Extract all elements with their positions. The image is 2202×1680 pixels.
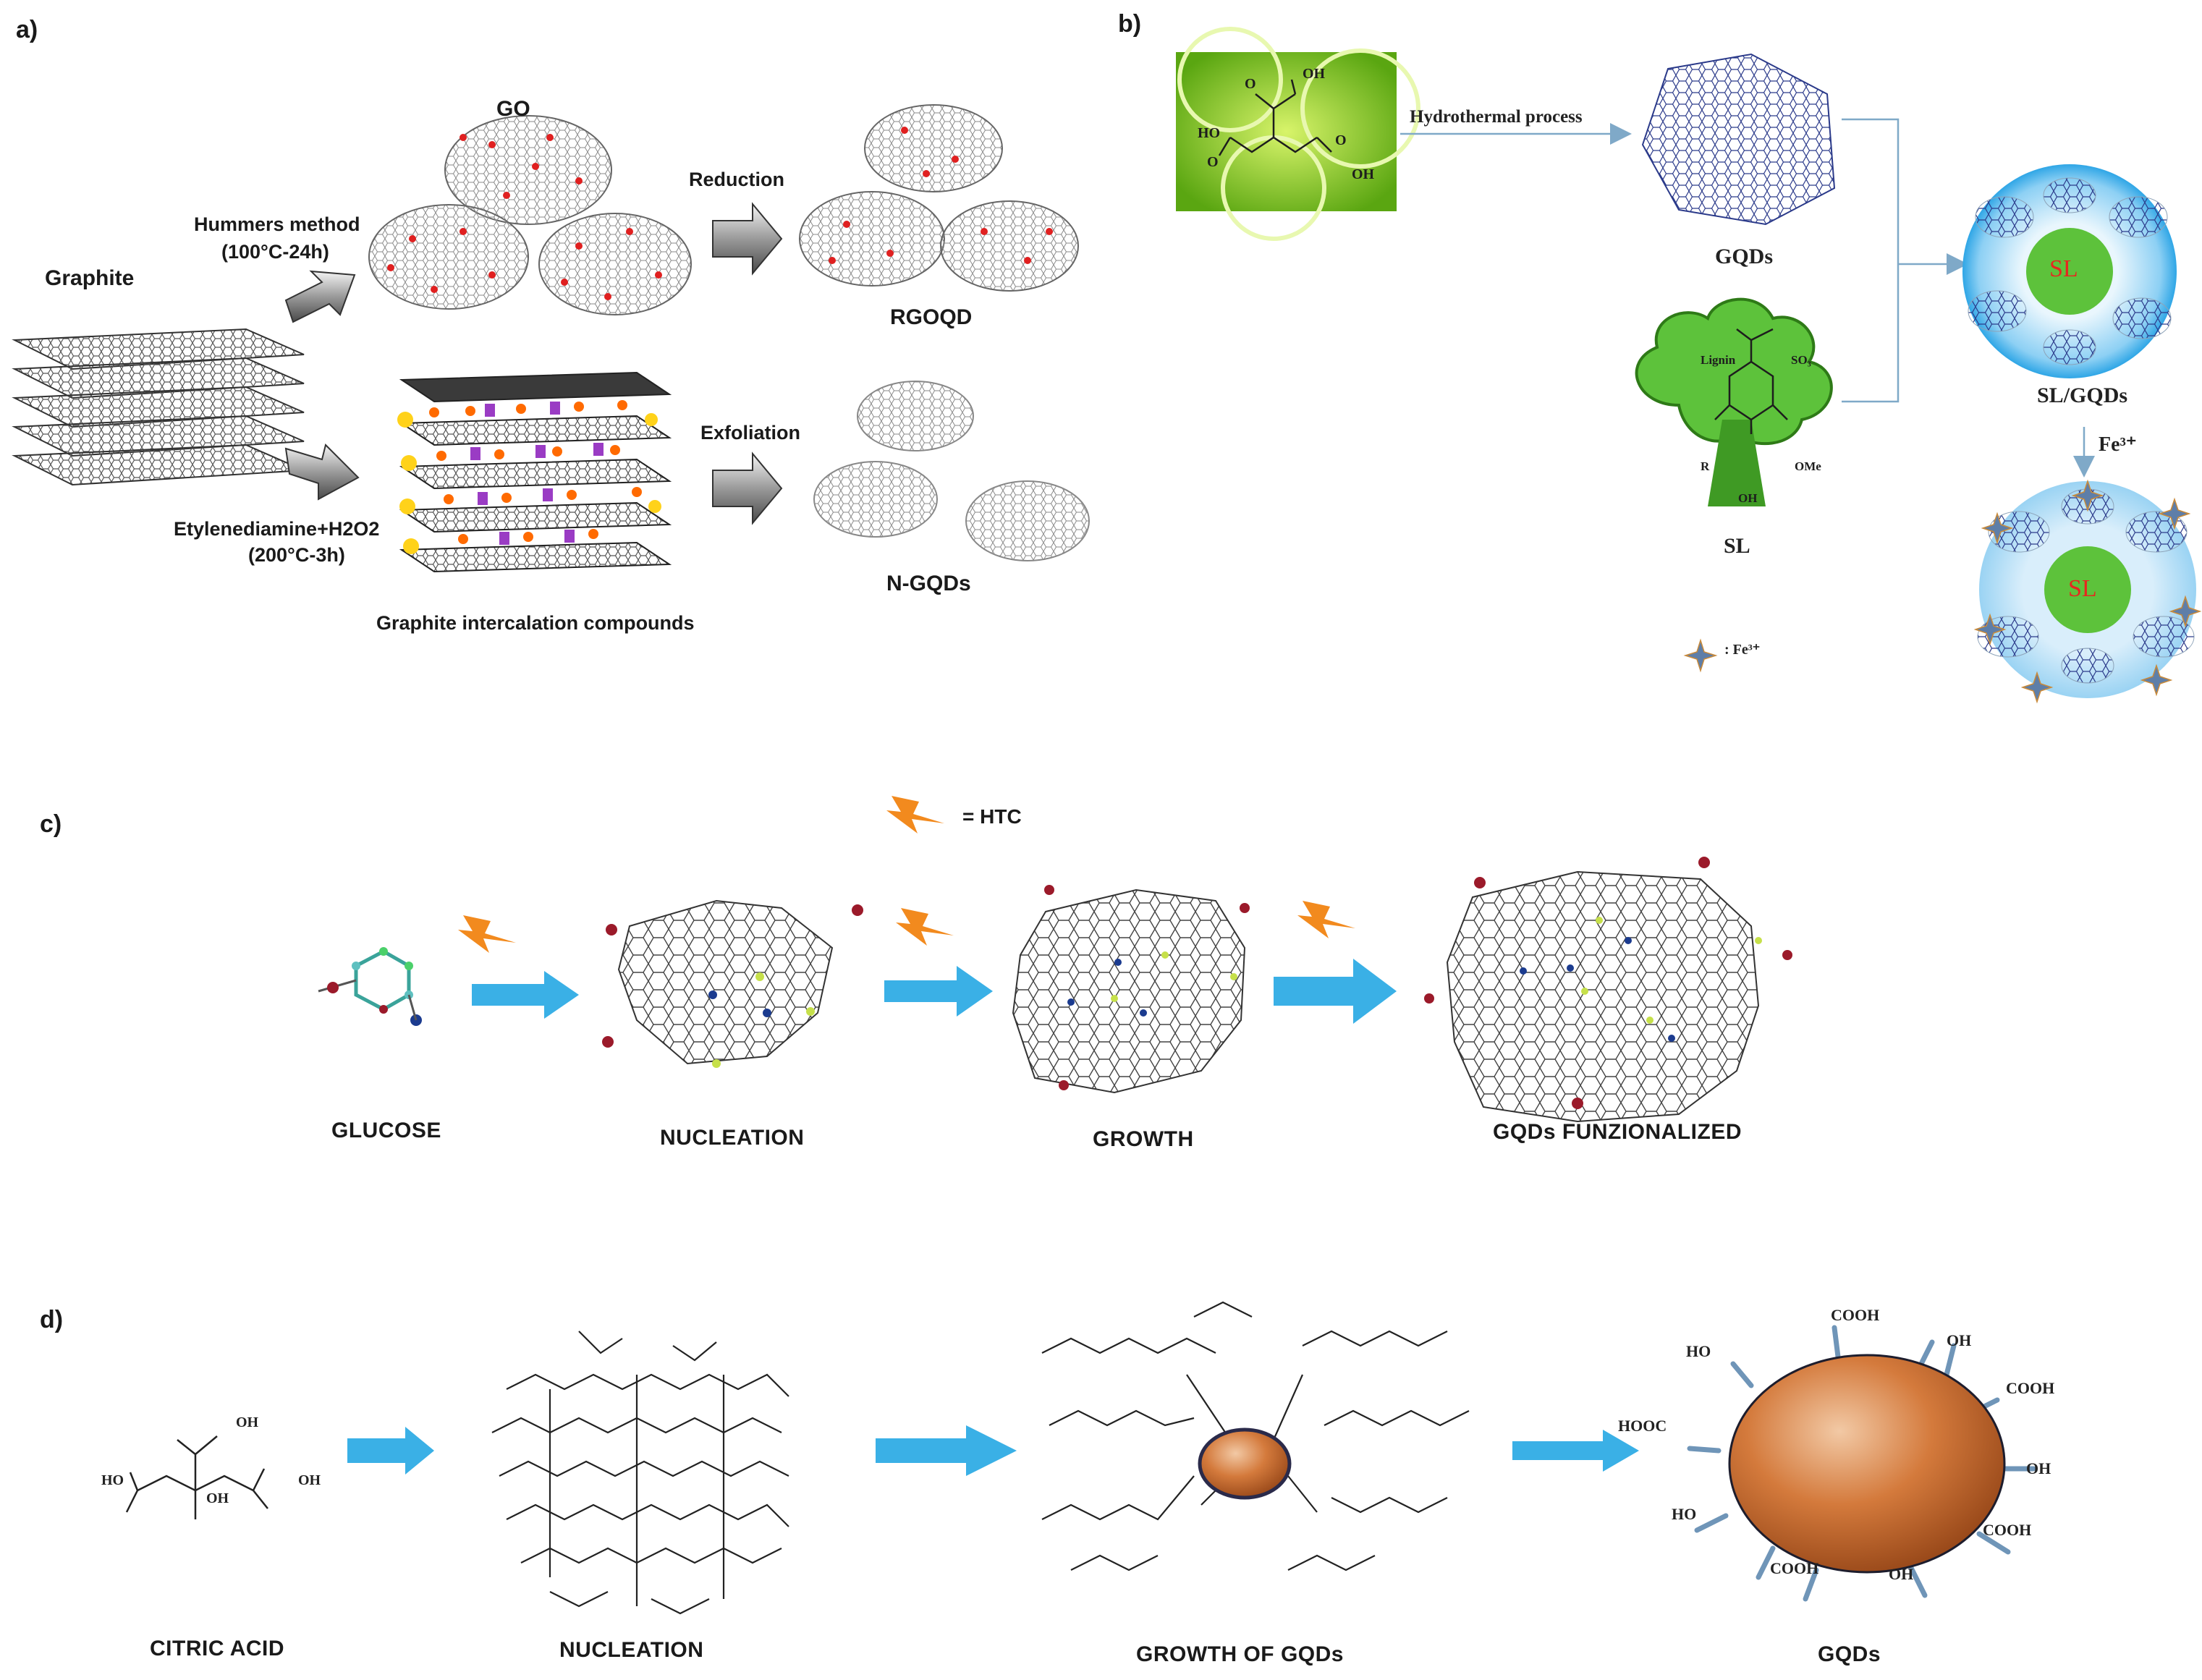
blue-arrow-c2 xyxy=(884,966,993,1017)
svg-text:O: O xyxy=(1335,132,1347,148)
intercalant-dots xyxy=(397,400,661,554)
sl-label: SL xyxy=(1724,534,1750,558)
gray-arrow-exfoliation xyxy=(712,451,783,525)
ca-oh2-label: OH xyxy=(298,1472,321,1488)
ca-ho-label: HO xyxy=(101,1472,124,1488)
growth-c-label: GROWTH xyxy=(1093,1127,1194,1151)
svg-text:R: R xyxy=(1701,459,1710,473)
panel-d-label: d) xyxy=(40,1306,64,1333)
nucleation-cluster xyxy=(491,1331,789,1615)
gic-label: Graphite intercalation compounds xyxy=(376,612,695,634)
go-sheets xyxy=(368,115,692,315)
go-label: GO xyxy=(496,97,530,121)
hummers-conditions: (100°C-24h) xyxy=(221,241,329,263)
growth-chains xyxy=(1041,1301,1470,1571)
hummers-label: Hummers method xyxy=(194,213,360,235)
gqd-final-core xyxy=(1728,1354,2006,1574)
svg-text:OH: OH xyxy=(1352,166,1375,182)
citric-acid-structure xyxy=(125,1435,268,1519)
gqds-d-label: GQDs xyxy=(1818,1642,1881,1666)
rgoqd-sheets xyxy=(799,104,1079,292)
panel-d-graphics xyxy=(125,1301,2036,1615)
tree-image xyxy=(1635,297,1833,506)
panel-c-graphics xyxy=(318,796,1792,1123)
svg-text:SO₃: SO₃ xyxy=(1791,353,1811,367)
functional-group-dots xyxy=(602,857,1792,1109)
svg-text:HO: HO xyxy=(1198,125,1220,141)
group-cooh-bottom: COOH xyxy=(1770,1559,1819,1577)
blue-arrow-d3 xyxy=(1512,1430,1639,1472)
fe-legend-label: : Fe³⁺ xyxy=(1724,642,1761,658)
svg-text:OH: OH xyxy=(1303,66,1326,82)
reduction-label: Reduction xyxy=(689,169,784,190)
group-cooh-right: COOH xyxy=(2006,1379,2055,1397)
hydrothermal-label: Hydrothermal process xyxy=(1410,107,1583,127)
glucose-label: GLUCOSE xyxy=(331,1119,441,1142)
svg-text:O: O xyxy=(1207,154,1219,170)
gqds-sheet xyxy=(1641,53,1836,226)
group-ho-left: HO xyxy=(1672,1505,1697,1523)
lime-image xyxy=(1176,27,1420,241)
group-oh-topright: OH xyxy=(1947,1331,1972,1349)
growth-of-gqds-label: GROWTH OF GQDs xyxy=(1136,1642,1344,1666)
sl-gqds-sphere xyxy=(1962,164,2177,378)
intercalation-stack xyxy=(399,371,672,573)
ethylenediamine-conditions: (200°C-3h) xyxy=(248,544,345,566)
ca-oh3-label: OH xyxy=(206,1490,229,1506)
svg-text:OMe: OMe xyxy=(1795,459,1821,473)
group-oh-bottom: OH xyxy=(1889,1565,1914,1583)
svg-text:O: O xyxy=(1245,76,1256,92)
htc-legend-label: = HTC xyxy=(962,805,1022,828)
rgoqd-label: RGOQD xyxy=(890,305,973,329)
blue-arrow-c3 xyxy=(1274,959,1397,1024)
nucleation-d-label: NUCLEATION xyxy=(559,1638,704,1662)
gray-arrow-ethylene xyxy=(284,444,360,501)
blue-arrow-d2 xyxy=(876,1425,1017,1476)
oxygen-dots xyxy=(387,127,1053,300)
htc-bolt-1-icon xyxy=(458,915,516,953)
gray-arrow-reduction xyxy=(712,202,783,276)
panel-c-label: c) xyxy=(40,810,62,838)
sl-gqds-label: SL/GQDs xyxy=(2037,383,2128,407)
svg-text:OH: OH xyxy=(1738,491,1757,505)
gqds-functionalized-sheet xyxy=(1446,870,1760,1123)
growth-sheet xyxy=(1012,888,1246,1094)
htc-bolt-3-icon xyxy=(1297,901,1355,938)
blue-arrow-c1 xyxy=(472,971,579,1019)
sl-gqds-fe-sphere xyxy=(1973,479,2202,704)
group-ho-topleft: HO xyxy=(1686,1342,1711,1360)
ngqd-sheets xyxy=(813,381,1090,561)
ethylenediamine-label: Etylenediamine+H2O2 xyxy=(174,518,380,540)
gqd-final xyxy=(1687,1325,2036,1602)
exfoliation-label: Exfoliation xyxy=(700,422,801,444)
panel-a-label: a) xyxy=(16,16,38,43)
panel-b-label: b) xyxy=(1118,10,1142,38)
fe-arrow-label: Fe³⁺ xyxy=(2099,433,2137,456)
group-hooc-left: HOOC xyxy=(1618,1417,1667,1435)
citric-acid-label: CITRIC ACID xyxy=(150,1637,285,1660)
blue-arrow-d1 xyxy=(347,1427,434,1475)
panel-a-graphics xyxy=(12,104,1090,573)
gray-arrow-hummers xyxy=(284,270,356,323)
group-cooh-lowright: COOH xyxy=(1983,1521,2032,1539)
growth-gqd-core xyxy=(1198,1427,1292,1500)
htc-bolt-2-icon xyxy=(896,908,954,946)
nucleation-c-label: NUCLEATION xyxy=(660,1126,805,1150)
ca-oh1-label: OH xyxy=(236,1414,259,1430)
htc-legend-bolt-icon xyxy=(886,796,944,833)
sl-core-label: SL xyxy=(2049,255,2078,282)
group-oh-right: OH xyxy=(2026,1459,2051,1477)
gqds-label: GQDs xyxy=(1715,245,1774,268)
sl-core-label-2: SL xyxy=(2068,575,2097,602)
glucose-molecule xyxy=(318,947,422,1026)
panel-b-graphics: OH HO OH O O O Lignin SO₃ OMe R OH xyxy=(1176,27,2202,704)
gqds-functionalized-label: GQDs FUNZIONALIZED xyxy=(1493,1120,1742,1144)
fe-legend-star-icon xyxy=(1683,638,1718,673)
nucleation-sheet xyxy=(617,899,834,1065)
ngqds-label: N-GQDs xyxy=(886,572,971,595)
group-cooh-top: COOH xyxy=(1831,1306,1880,1324)
graphite-label: Graphite xyxy=(45,266,135,290)
svg-text:Lignin: Lignin xyxy=(1701,353,1736,367)
graphite-stack xyxy=(12,328,305,486)
